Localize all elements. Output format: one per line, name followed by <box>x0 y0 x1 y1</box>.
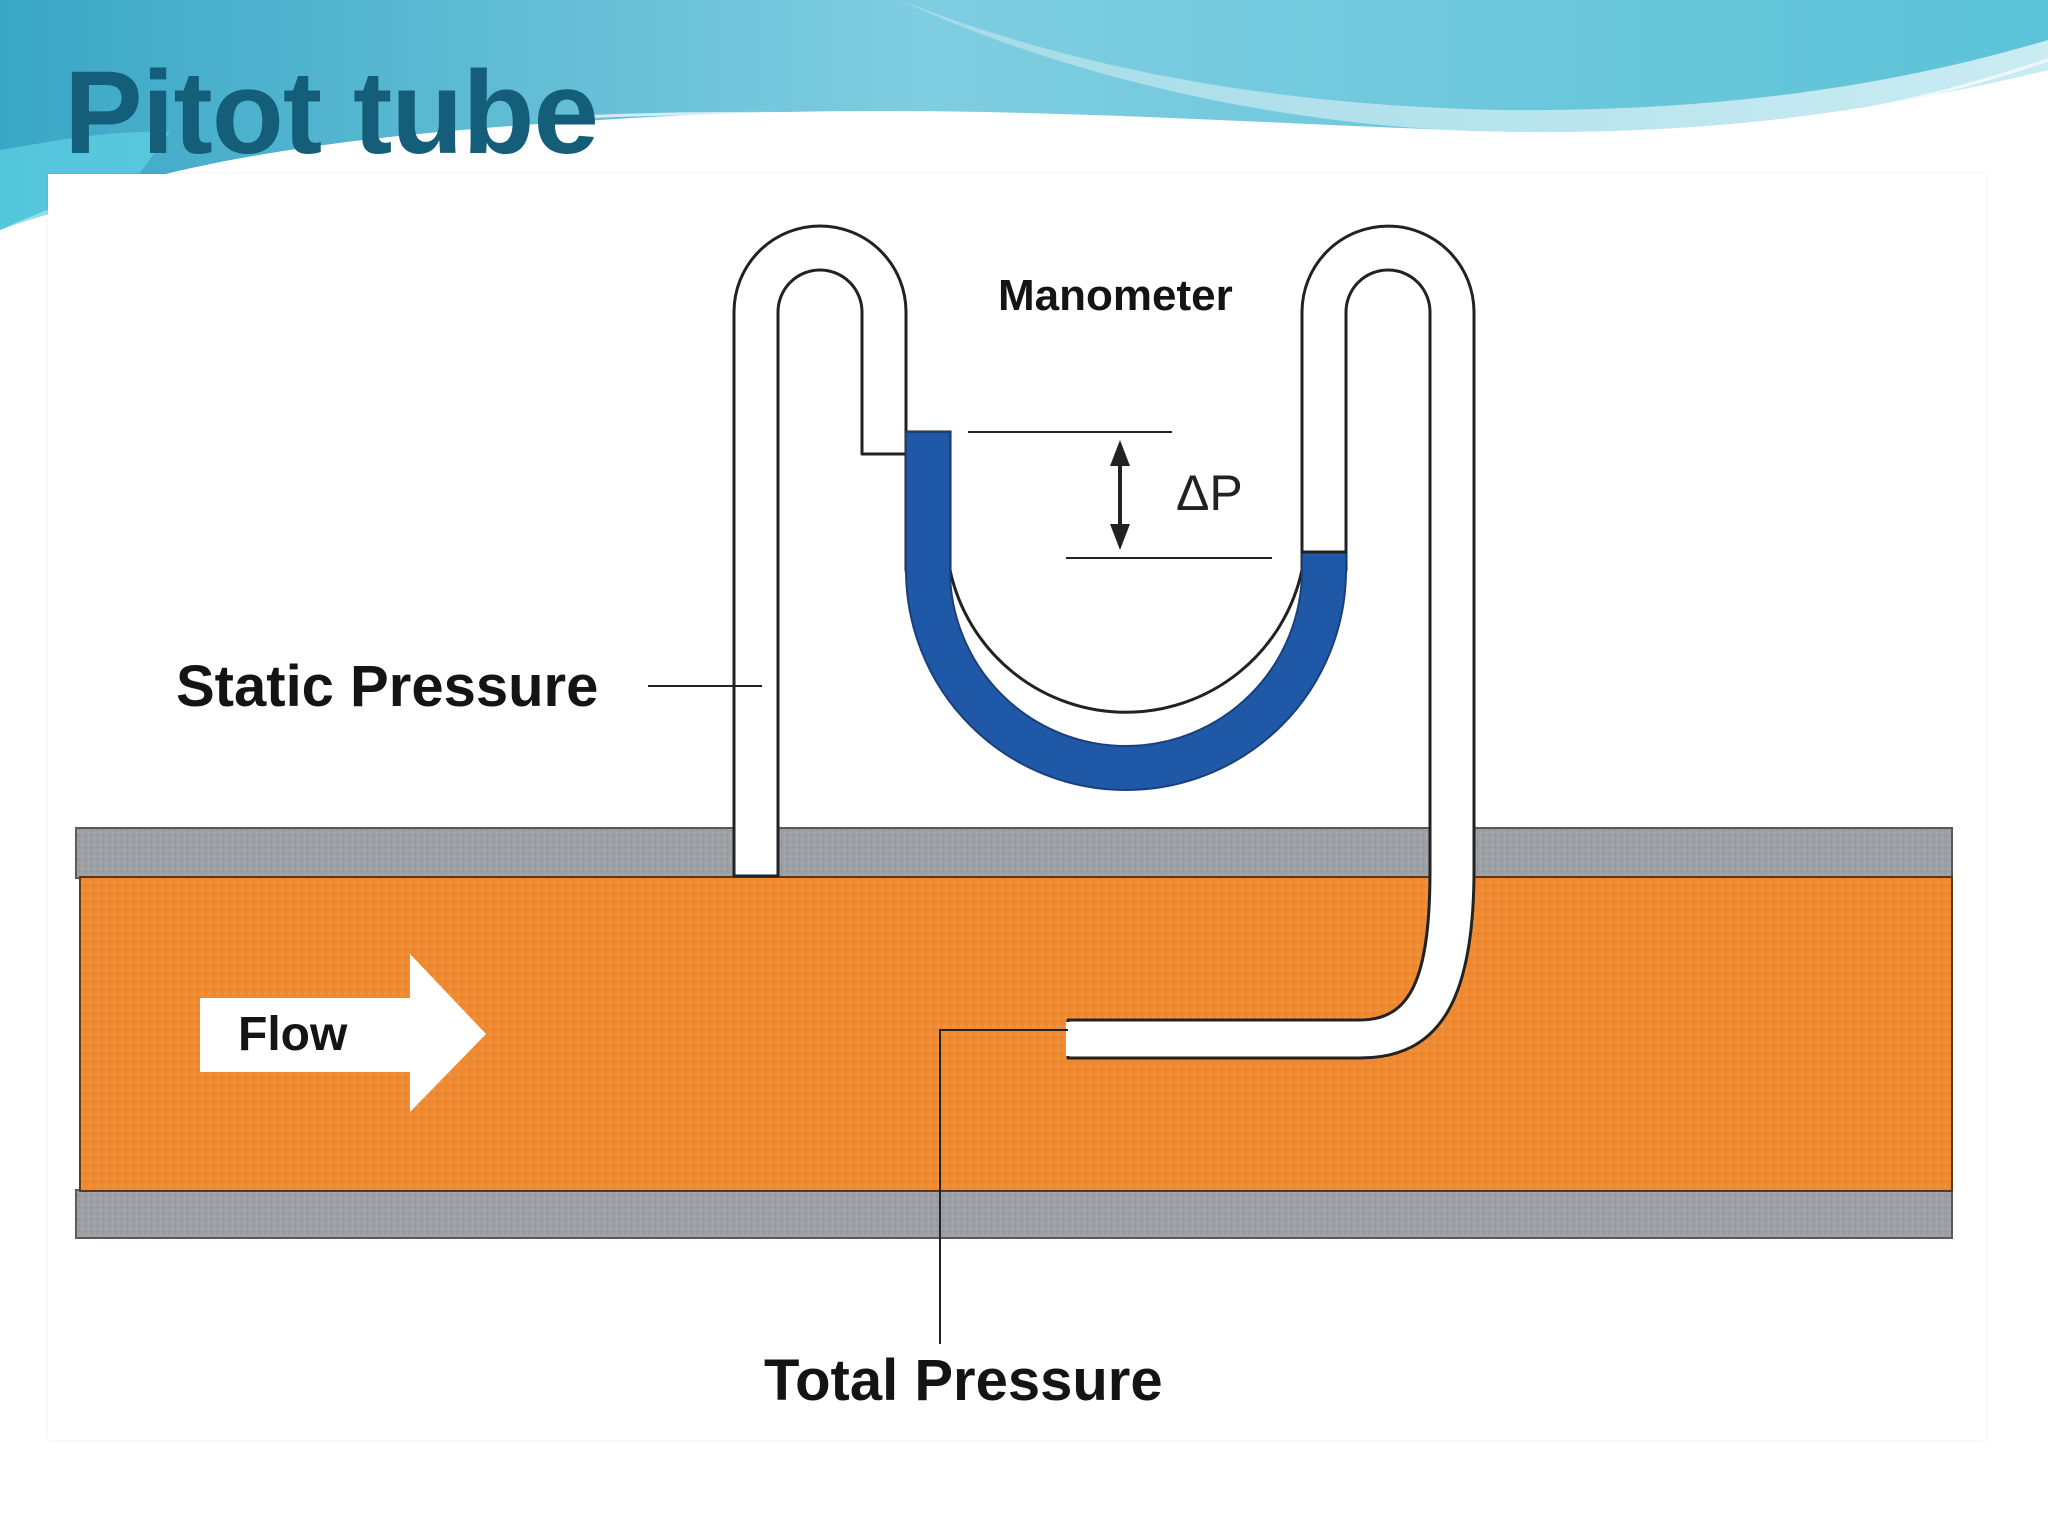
manometer-label: Manometer <box>998 271 1233 320</box>
total-pressure-label: Total Pressure <box>764 1348 1163 1413</box>
wave-band-highlight <box>900 0 2048 132</box>
static-pressure-label: Static Pressure <box>176 654 598 719</box>
wave-line <box>559 58 2048 142</box>
tube-opening <box>1066 1022 1072 1056</box>
pipe-wall-bottom <box>75 1189 1953 1239</box>
total-pressure-tube <box>1066 224 1476 1060</box>
static-pressure-tube <box>732 224 908 878</box>
delta-p-arrow-up-head <box>1110 440 1130 466</box>
delta-p-arrow-down-head <box>1110 524 1130 550</box>
total-pressure-leader <box>939 1029 1068 1344</box>
manometer-liquid <box>905 431 1347 791</box>
flow-label: Flow <box>238 1008 348 1061</box>
flow-arrow <box>200 954 486 1112</box>
pipe-wall-top <box>75 827 1953 879</box>
delta-p-label: ΔP <box>1176 465 1243 521</box>
wave-band-main <box>0 0 2048 230</box>
slide-title: Pitot tube <box>64 47 599 179</box>
